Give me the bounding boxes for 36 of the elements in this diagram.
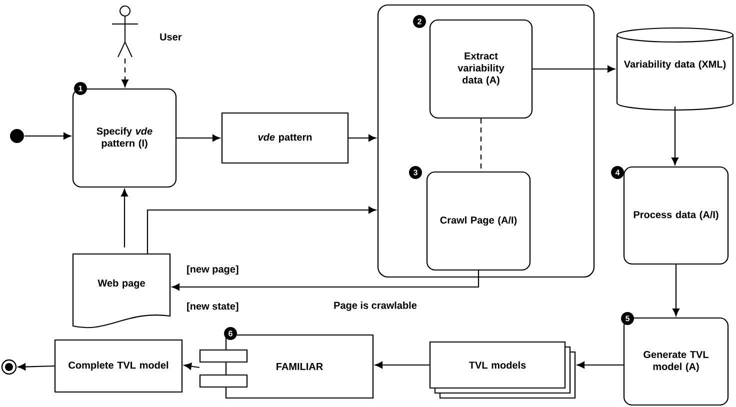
edge-label: Page is crawlable — [332, 300, 418, 312]
group-frame — [377, 4, 595, 278]
stacked-documents: TVL models — [429, 341, 576, 399]
step-badge: 6 — [224, 327, 237, 340]
end-dot — [1, 359, 17, 375]
start-dot — [10, 129, 24, 143]
arrow — [184, 362, 200, 370]
arrow — [176, 134, 220, 142]
step-badge: 5 — [621, 312, 634, 325]
arrow — [121, 188, 128, 248]
arrow — [672, 106, 678, 166]
guard-label: [new state] — [187, 302, 238, 312]
dashed-connector — [480, 118, 482, 172]
step-badge: 3 — [409, 166, 422, 179]
actor-figure — [112, 6, 138, 58]
activity-box: Process data (A/I) — [623, 166, 729, 265]
arrow — [172, 270, 480, 290]
arrow — [24, 132, 72, 140]
database-cylinder: Variability data (XML) — [616, 27, 734, 111]
artifact-box: vde pattern — [221, 112, 349, 164]
step-badge: 2 — [413, 15, 426, 28]
activity-box: Extract variability data (A) — [429, 19, 533, 119]
guard-label: [new page] — [187, 265, 238, 275]
artifact-box: Complete TVL model — [54, 339, 183, 393]
step-badge: 4 — [611, 166, 624, 179]
activity-box: Crawl Page (A/I) — [426, 171, 531, 271]
arrow — [532, 66, 616, 72]
arrow — [348, 134, 376, 142]
actor-label: User — [160, 34, 182, 40]
arrow — [146, 206, 376, 254]
arrow — [122, 58, 128, 88]
arrow — [672, 264, 680, 316]
arrow — [576, 362, 624, 368]
step-badge: 1 — [74, 82, 87, 95]
arrow — [374, 362, 430, 368]
arrow — [18, 363, 54, 370]
